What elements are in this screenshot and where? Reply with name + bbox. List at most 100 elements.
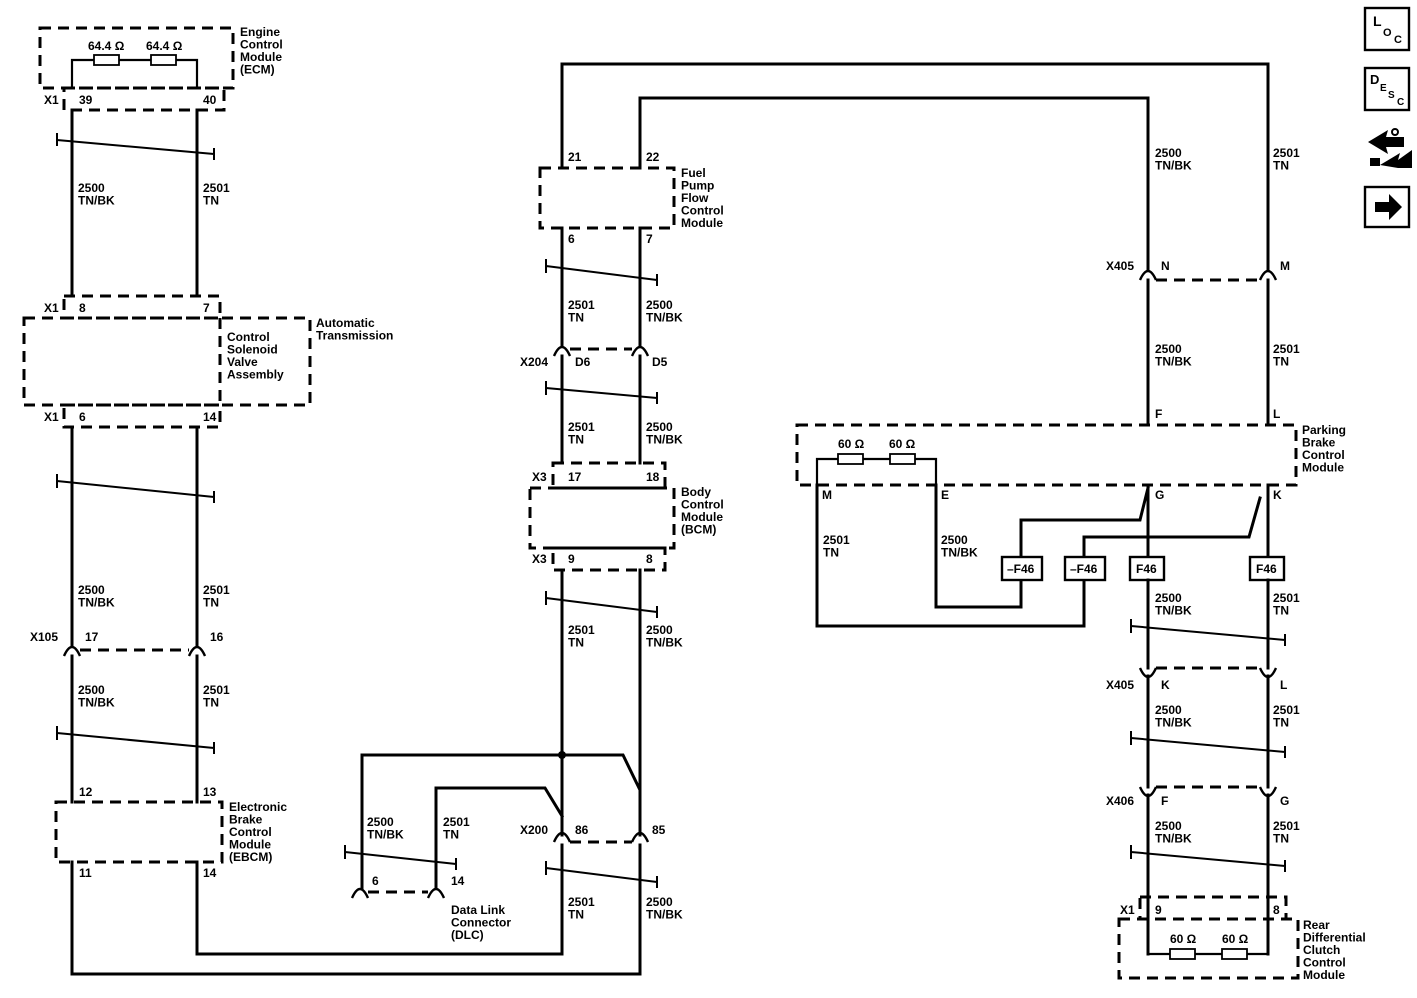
fpfcm-pin-21: 21 xyxy=(568,150,582,164)
x406-pin-f: F xyxy=(1161,794,1168,808)
x105-pin-17: 17 xyxy=(85,630,99,644)
ecm-resistor-1: 64.4 Ω xyxy=(88,39,125,53)
fuse-nf46-2: –F46 xyxy=(1070,562,1098,576)
x405-top-label: X405 xyxy=(1106,259,1134,273)
csva-pin-14: 14 xyxy=(203,410,217,424)
ecm-connector-x1: X1 xyxy=(44,93,59,107)
ecm-pin-40: 40 xyxy=(203,93,217,107)
ebcm-return-2501 xyxy=(195,843,564,956)
rdccm-resistor-2: 60 Ω xyxy=(1222,932,1249,946)
x405-bot-pin-k: K xyxy=(1161,678,1170,692)
x204-label: X204 xyxy=(520,355,548,369)
bcm-pin-9: 9 xyxy=(568,552,575,566)
ecm-resistor-2: 64.4 Ω xyxy=(146,39,183,53)
svg-text:C: C xyxy=(1394,34,1402,46)
svg-text:O: O xyxy=(1383,27,1392,39)
csva-pin-7: 7 xyxy=(203,301,210,315)
ebcm-pin-13: 13 xyxy=(203,785,217,799)
bcm-pin-8: 8 xyxy=(646,552,653,566)
dlc-pin-14: 14 xyxy=(451,874,465,888)
csva-connector-x1-top: X1 xyxy=(44,301,59,315)
svg-text:C: C xyxy=(1397,97,1404,108)
connector-x406: X406 F G xyxy=(1106,785,1289,808)
ecm-pin-39: 39 xyxy=(79,93,93,107)
x406-label: X406 xyxy=(1106,794,1134,808)
x200-pin-85: 85 xyxy=(652,823,666,837)
fpfcm-pin-6: 6 xyxy=(568,232,575,246)
pbcm-pin-k: K xyxy=(1273,488,1282,502)
connector-view-icon[interactable] xyxy=(1368,128,1412,168)
pbcm-pin-l: L xyxy=(1273,407,1280,421)
pbcm-pin-g: G xyxy=(1155,488,1164,502)
x405-bot-label: X405 xyxy=(1106,678,1134,692)
fuse-f46-1: F46 xyxy=(1136,562,1157,576)
bcm-connector-x3-bot: X3 xyxy=(532,552,547,566)
fuse-f46-2: F46 xyxy=(1256,562,1277,576)
pbcm-pin-e: E xyxy=(941,488,949,502)
pbcm-resistor-1: 60 Ω xyxy=(838,437,865,451)
dlc-pin-6: 6 xyxy=(372,874,379,888)
csva-connector-x1-bot: X1 xyxy=(44,410,59,424)
x406-pin-g: G xyxy=(1280,794,1289,808)
bcm-connector-x3-top: X3 xyxy=(532,470,547,484)
loc-icon[interactable]: L O C xyxy=(1363,6,1411,52)
x200-label: X200 xyxy=(520,823,548,837)
csva-pin-8: 8 xyxy=(79,301,86,315)
rdccm-resistor-1: 60 Ω xyxy=(1170,932,1197,946)
svg-text:E: E xyxy=(1380,83,1387,94)
next-page-arrow-icon[interactable] xyxy=(1363,185,1411,229)
fpfcm-pin-7: 7 xyxy=(646,232,653,246)
fuse-f46-group: –F46 –F46 F46 F46 xyxy=(1000,555,1286,582)
connector-x405-top: X405 N M xyxy=(1106,259,1290,282)
x204-pin-d6: D6 xyxy=(575,355,591,369)
ebcm-pin-12: 12 xyxy=(79,785,93,799)
top-loop-2500 xyxy=(638,96,1150,272)
fpfcm-pin-22: 22 xyxy=(646,150,660,164)
pbcm-pin-m: M xyxy=(822,488,832,502)
x105-label: X105 xyxy=(30,630,58,644)
pbcm-pin-f: F xyxy=(1155,407,1162,421)
connector-x200: X200 86 85 xyxy=(520,823,666,844)
desc-icon[interactable]: D E S C xyxy=(1363,66,1411,112)
ebcm-pin-14: 14 xyxy=(203,866,217,880)
